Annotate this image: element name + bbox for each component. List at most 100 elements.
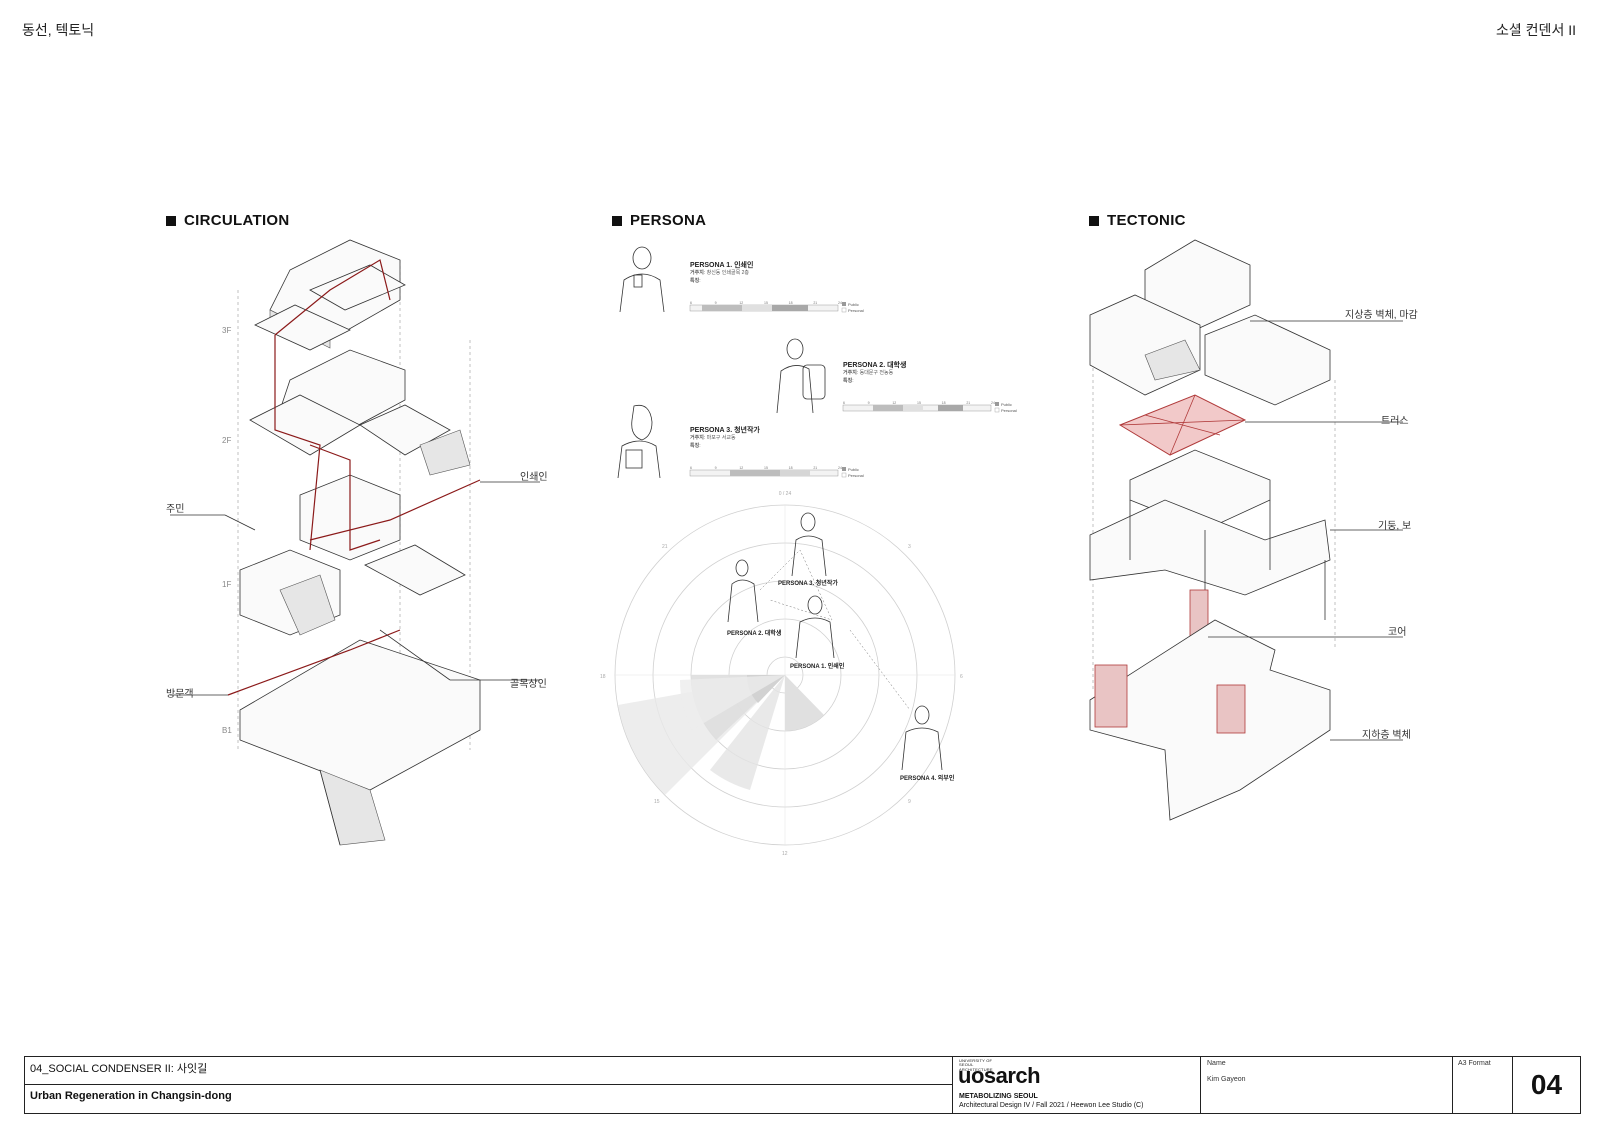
persona-3-timeline-tick: 15: [764, 466, 768, 470]
persona-2-residence-value: 동대문구 전농동: [859, 370, 894, 376]
circulation-label-printer: 인쇄인: [520, 472, 548, 483]
clock-label-persona-4: PERSONA 4. 외부인: [900, 776, 955, 782]
persona-section-title: PERSONA: [612, 212, 706, 229]
clock-label-persona-3: PERSONA 3. 청년작가: [778, 581, 838, 587]
persona-2-timeline: Public Personal 6 9 12 15 18 21 24: [842, 401, 1017, 413]
persona-2-feature-label: 특징: [843, 377, 853, 384]
persona-3-residence: 거주지: 마포구 서교동: [690, 435, 736, 441]
persona-2-legend-public: Public: [1001, 402, 1012, 407]
name-value: Kim Gayeon: [1207, 1076, 1246, 1083]
format-cell: A3 Format: [1453, 1057, 1513, 1113]
circulation-section-title: CIRCULATION: [166, 212, 290, 229]
persona-2-timeline-tick: 12: [892, 401, 896, 405]
clock-tick-18: 18: [600, 674, 606, 680]
clock-tick-6: 6: [960, 674, 963, 680]
persona-3-timeline: Public Personal 6 9 12 15 18 21 24: [689, 466, 864, 478]
clock-tick-12: 12: [782, 851, 788, 857]
persona-1-legend-public: Public: [848, 302, 859, 307]
project-title: Urban Regeneration in Changsin-dong: [25, 1085, 953, 1113]
project-code: 04_SOCIAL CONDENSER II: 사잇길: [25, 1057, 953, 1085]
title-block: 04_SOCIAL CONDENSER II: 사잇길 Urban Regene…: [24, 1056, 1581, 1114]
header-right-title: 소셜 컨덴서 II: [1496, 22, 1576, 38]
persona-2-timeline-tick: 21: [966, 401, 970, 405]
persona-3-timeline-tick: 18: [789, 466, 793, 470]
tectonic-exploded-axonometric: [1089, 239, 1403, 821]
persona-3-timeline-tick: 6: [690, 466, 692, 470]
persona-3-timeline-tick: 21: [813, 466, 817, 470]
persona-2-feature: 특징:: [843, 377, 854, 384]
name-label: Name: [1207, 1060, 1226, 1067]
persona-1-timeline-tick: 18: [789, 301, 793, 305]
persona-2-residence-label: 거주지: [843, 370, 857, 376]
persona-1-figure: [619, 246, 665, 313]
persona-1-timeline-tick: 12: [739, 301, 743, 305]
persona-1-timeline-tick: 15: [764, 301, 768, 305]
floor-label-3f: 3F: [222, 326, 232, 335]
persona-2-residence: 거주지: 동대문구 전농동: [843, 370, 894, 376]
clock-label-persona-1: PERSONA 1. 인쇄인: [790, 664, 845, 670]
persona-3-block: PERSONA 3. 청년작가 거주지: 마포구 서교동 특징:: [690, 425, 840, 450]
school-small-text: UNIVERSITY OF SEOUL ARCHITECTURE: [959, 1058, 993, 1072]
persona-3-feature-label: 특징: [690, 442, 700, 449]
circulation-label-visitor: 방문객: [166, 689, 194, 700]
circulation-label-merchant: 골목상인: [510, 679, 547, 690]
persona-1-legend-personal: Personal: [848, 308, 864, 313]
studio-title: METABOLIZING SEOUL: [959, 1093, 1038, 1100]
persona-3-residence-value: 마포구 서교동: [706, 435, 736, 441]
tectonic-label-upper-walls: 지상층 벽체, 마감: [1345, 310, 1418, 321]
persona-3-feature: 특징:: [690, 442, 701, 449]
persona-2-name: PERSONA 2. 대학생: [843, 362, 907, 369]
circulation-axonometric-drawing: [170, 239, 540, 846]
persona-1-timeline-tick: 24: [838, 301, 842, 305]
clock-label-persona-2: PERSONA 2. 대학생: [727, 631, 782, 637]
persona-1-feature: 특징:: [690, 277, 701, 284]
persona-1-name: PERSONA 1. 인쇄인: [690, 262, 754, 269]
tectonic-title-text: TECTONIC: [1107, 212, 1186, 229]
header-left-title: 동선, 텍토닉: [22, 22, 95, 38]
persona-1-feature-label: 특징: [690, 277, 700, 284]
clock-tick-3: 3: [908, 544, 911, 550]
floor-label-1f: 1F: [222, 580, 232, 589]
clock-persona-2-figure: [727, 559, 759, 623]
persona-3-timeline-tick: 24: [838, 466, 842, 470]
persona-3-timeline-tick: 12: [739, 466, 743, 470]
tectonic-label-core: 코어: [1388, 627, 1407, 638]
persona-2-timeline-tick: 15: [917, 401, 921, 405]
persona-2-timeline-tick: 24: [991, 401, 995, 405]
persona-3-residence-label: 거주지: [690, 435, 704, 441]
floor-label-2f: 2F: [222, 436, 232, 445]
persona-2-timeline-tick: 6: [843, 401, 845, 405]
persona-1-timeline-tick: 6: [690, 301, 692, 305]
persona-2-legend-personal: Personal: [1001, 408, 1017, 413]
persona-1-timeline-tick: 9: [715, 301, 717, 305]
tectonic-label-truss: 트러스: [1381, 416, 1409, 427]
persona-2-block: PERSONA 2. 대학생 거주지: 동대문구 전농동 특징:: [843, 360, 993, 385]
persona-3-legend-personal: Personal: [848, 473, 864, 478]
name-cell: Name Kim Gayeon: [1201, 1057, 1453, 1113]
circulation-label-resident: 주민: [166, 504, 185, 515]
clock-tick-15: 15: [654, 799, 660, 805]
persona-2-timeline-tick: 18: [942, 401, 946, 405]
persona-3-figure: [617, 404, 661, 479]
persona-2-figure: [776, 338, 826, 414]
clock-tick-21: 21: [662, 544, 668, 550]
persona-1-residence-value: 창신동 인쇄골목 2층: [706, 270, 749, 276]
persona-3-timeline-tick: 9: [715, 466, 717, 470]
tectonic-section-title: TECTONIC: [1089, 212, 1186, 229]
clock-tick-9: 9: [908, 799, 911, 805]
persona-1-residence-label: 거주지: [690, 270, 704, 276]
clock-persona-4-figure: [901, 705, 943, 771]
floor-label-b1: B1: [222, 726, 232, 735]
persona-1-residence: 거주지: 창신동 인쇄골목 2층: [690, 270, 749, 276]
clock-tick-0: 0 / 24: [779, 491, 792, 497]
tectonic-label-basement-walls: 지하층 벽체: [1362, 730, 1411, 741]
studio-detail: Architectural Design IV / Fall 2021 / He…: [959, 1102, 1144, 1109]
uosarch-logo: uosarch: [958, 1063, 1041, 1088]
persona-2-timeline-tick: 9: [868, 401, 870, 405]
persona-3-legend-public: Public: [848, 467, 859, 472]
persona-1-block: PERSONA 1. 인쇄인 거주지: 창신동 인쇄골목 2층 특징:: [690, 260, 840, 285]
square-bullet-icon: [612, 215, 622, 226]
square-bullet-icon: [166, 215, 176, 226]
persona-1-timeline-tick: 21: [813, 301, 817, 305]
clock-persona-3-figure: [791, 512, 827, 577]
